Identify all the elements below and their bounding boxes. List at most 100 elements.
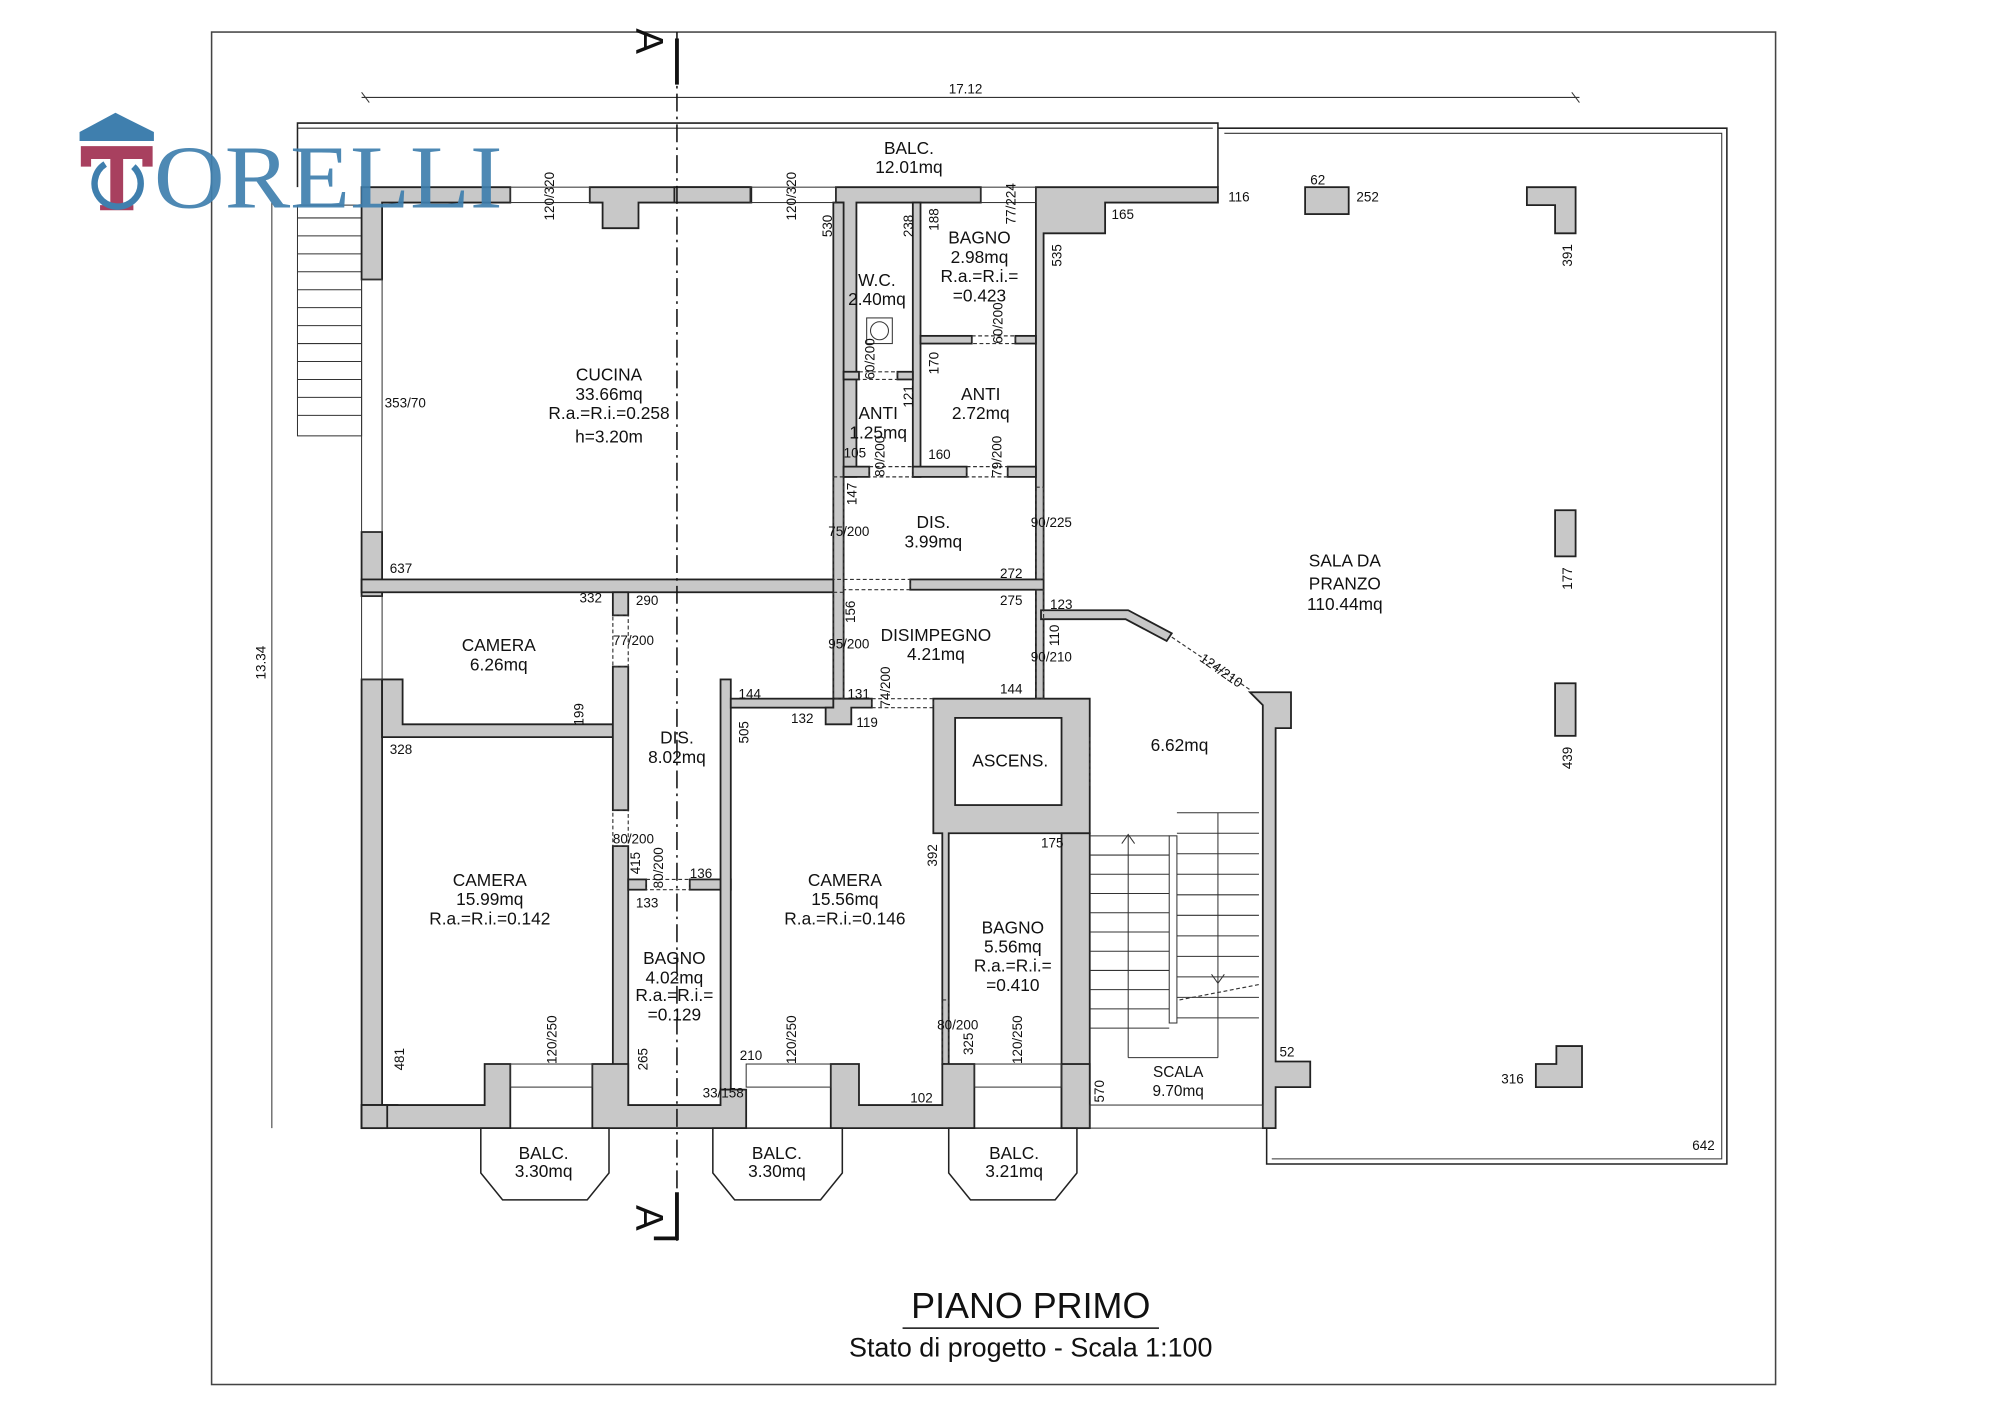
room-label-text: 8.02mq xyxy=(648,747,706,767)
dimension-label: 252 xyxy=(1356,189,1378,204)
dimension-label: 120/250 xyxy=(544,1015,559,1064)
room-label-text: PRANZO xyxy=(1309,574,1381,594)
room-label-text: SALA DA xyxy=(1309,551,1382,571)
dimension-label: 77/200 xyxy=(613,633,654,648)
dimension-label: 570 xyxy=(1092,1080,1107,1102)
dimension-label: 328 xyxy=(390,742,412,757)
dimension-label: 90/225 xyxy=(1031,515,1072,530)
room-label-text: BAGNO xyxy=(948,228,1010,248)
dimension-label: 535 xyxy=(1050,244,1065,266)
drawing-title: PIANO PRIMO xyxy=(911,1286,1150,1326)
dimension-label: 110 xyxy=(1047,625,1062,646)
dimension-label: 199 xyxy=(571,703,586,725)
drawing-subtitle: Stato di progetto - Scala 1:100 xyxy=(849,1332,1212,1362)
room-label-text: =0.129 xyxy=(648,1004,701,1024)
dimension-label: 325 xyxy=(961,1033,976,1055)
room-labels: BALC.12.01mq CUCINA33.66mqR.a.=R.i.=0.25… xyxy=(429,138,1382,1181)
room-wc: W.C.2.40mq xyxy=(848,270,906,309)
dimension-label: 75/200 xyxy=(828,524,869,539)
room-label-text: h=3.20m xyxy=(575,426,643,446)
dimension-label: 62 xyxy=(1310,173,1325,188)
dimension-label: 120/250 xyxy=(1010,1015,1025,1064)
dimension-label: 316 xyxy=(1501,1071,1523,1086)
dimension-label: 177 xyxy=(1560,567,1575,589)
walls xyxy=(360,186,1312,1130)
dimension-label: 60/200 xyxy=(862,338,877,379)
room-label-text: 3.30mq xyxy=(748,1161,806,1181)
dimension-label: 132 xyxy=(791,711,813,726)
room-label-text: 2.72mq xyxy=(952,403,1010,423)
dimension-label: 77/224 xyxy=(1003,183,1018,225)
room-label-text: CUCINA xyxy=(576,365,643,385)
dimension-label: 275 xyxy=(1000,593,1022,608)
room-label-text: 3.21mq xyxy=(985,1161,1043,1181)
room-label-text: R.a.=R.i.=0.258 xyxy=(548,403,669,423)
dimension-label: 188 xyxy=(926,208,941,230)
dimension-label: 144 xyxy=(738,687,761,702)
section-line: A A xyxy=(627,28,679,1241)
internal-stair xyxy=(1089,812,1260,1059)
room-landing: 6.62mq xyxy=(1151,735,1209,755)
dimension-label: 332 xyxy=(580,591,602,606)
sheet-frame xyxy=(210,31,1777,1386)
dimension-label: 74/200 xyxy=(878,666,893,707)
room-label-text: BALC. xyxy=(989,1143,1039,1163)
dimension-label: 391 xyxy=(1560,244,1575,266)
dimension-label: 415 xyxy=(628,852,643,874)
room-label-text: DISIMPEGNO xyxy=(881,625,992,645)
dimension-label: 133 xyxy=(636,896,658,911)
dimension-label: 290 xyxy=(636,593,658,608)
dimension-label: 642 xyxy=(1692,1138,1714,1153)
dimension-label: 60/200 xyxy=(991,302,1006,343)
dimension-label: 265 xyxy=(635,1048,650,1070)
room-label-text: 2.98mq xyxy=(951,247,1009,267)
room-ascensore: ASCENS. xyxy=(972,751,1048,771)
room-label-text: BALC. xyxy=(752,1143,802,1163)
room-dis-2: DIS.8.02mq xyxy=(648,728,706,767)
dimension-label: 175 xyxy=(1041,835,1063,850)
room-label-text: 4.02mq xyxy=(646,967,704,987)
dimension-label: 353/70 xyxy=(385,396,426,411)
room-label-text: R.a.=R.i.=0.146 xyxy=(784,908,905,928)
terrace-pillars xyxy=(1304,186,1583,1088)
dimension-label: 121 xyxy=(901,385,916,407)
room-label-text: 9.70mq xyxy=(1153,1083,1204,1100)
room-label-text: ASCENS. xyxy=(972,751,1048,771)
room-label-text: 15.56mq xyxy=(811,889,878,909)
logo-t-icon xyxy=(80,146,153,211)
dimension-label: 439 xyxy=(1560,747,1575,769)
room-label-text: 1.25mq xyxy=(849,422,907,442)
dimension-label: 120/250 xyxy=(784,1015,799,1064)
dimension-label: 52 xyxy=(1279,1044,1294,1059)
room-label-text: 2.40mq xyxy=(848,289,906,309)
room-label-text: BALC. xyxy=(519,1143,569,1163)
room-label-text: CAMERA xyxy=(808,870,882,890)
dimension-label: 120/320 xyxy=(542,172,557,221)
section-mark-top: A xyxy=(627,28,670,54)
dimension-label: 272 xyxy=(1000,566,1022,581)
dimension-label: 116 xyxy=(1228,189,1249,204)
dimension-label: 124/210 xyxy=(1197,650,1245,690)
room-label-text: W.C. xyxy=(858,270,895,290)
dimension-label: 637 xyxy=(390,561,412,576)
front-balconies xyxy=(480,1127,1078,1201)
dimension-label: 123 xyxy=(1050,597,1072,612)
room-label-text: 5.56mq xyxy=(984,936,1042,956)
room-dis-1: DIS.3.99mq xyxy=(904,512,962,551)
section-mark-bottom: A xyxy=(627,1205,670,1231)
room-label-text: R.a.=R.i.= xyxy=(635,985,713,1005)
room-label-text: CAMERA xyxy=(453,870,527,890)
dimension-label: 147 xyxy=(844,483,859,505)
room-label-text: R.a.=R.i.= xyxy=(974,956,1052,976)
room-balcony-top: BALC.12.01mq xyxy=(875,138,942,177)
room-label-text: BAGNO xyxy=(982,917,1044,937)
room-label-text: 12.01mq xyxy=(875,157,942,177)
dimension-label: 120/320 xyxy=(784,172,799,221)
doors xyxy=(612,335,1251,1065)
dimension-label: 165 xyxy=(1112,207,1134,222)
